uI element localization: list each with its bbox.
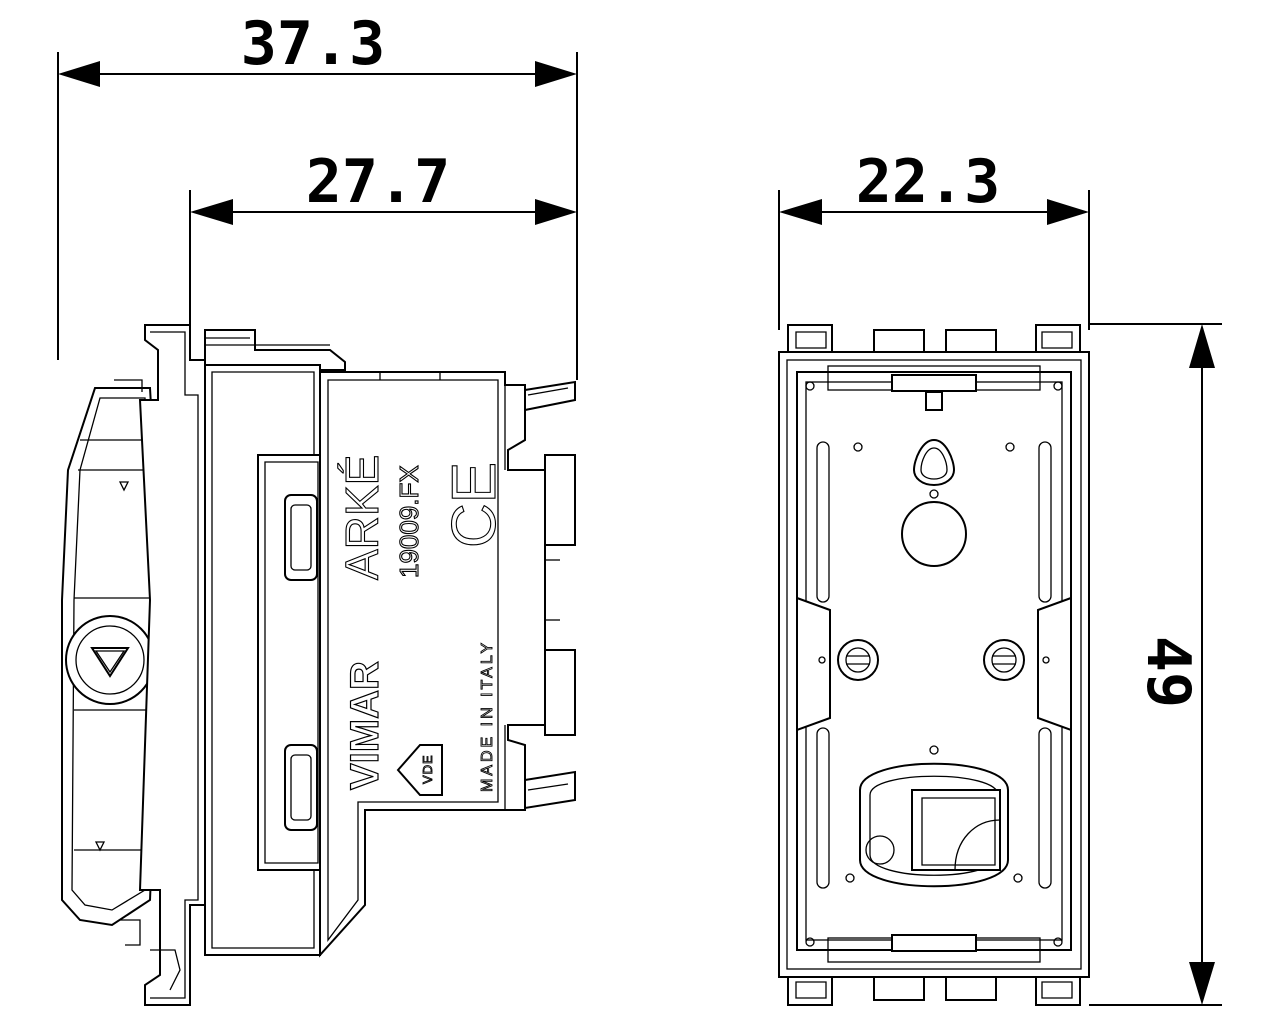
brand-mark: VIMAR [343, 661, 387, 790]
dimension-37-3: 37.3 [57, 9, 578, 380]
arrowhead-right [535, 199, 577, 225]
arrowhead-left [58, 61, 100, 87]
dimension-22-3: 22.3 [778, 147, 1090, 330]
screw-icon [837, 639, 879, 681]
dimension-49: 49 [1089, 323, 1222, 1006]
rear-pins [524, 380, 576, 810]
screw-icon [983, 639, 1025, 681]
dimension-label-total-depth: 37.3 [241, 9, 386, 79]
arrowhead-left [779, 199, 822, 225]
approval-mark-text: VDE [420, 754, 435, 784]
model-code-mark: 19009.FX [394, 465, 424, 578]
keyhole [901, 438, 967, 567]
main-body [204, 364, 326, 956]
reference-dots [805, 381, 1063, 947]
dimension-27-7: 27.7 [189, 147, 577, 330]
product-line-mark: ARKÉ [336, 455, 388, 580]
side-view: VIMAR ARKÉ 19009.FX MADE IN ITALY CE VDE [61, 324, 576, 1006]
rear-housing [319, 371, 546, 958]
arrowhead-left [190, 199, 233, 225]
front-side-slots [796, 441, 1072, 889]
arrowhead-right [1047, 199, 1089, 225]
wire-entry-opening [859, 762, 1009, 888]
certification-mark: CE [440, 462, 509, 548]
front-view [778, 324, 1090, 1006]
arrowhead-top [1189, 324, 1215, 368]
housing-markings: VIMAR ARKÉ 19009.FX MADE IN ITALY CE VDE [335, 454, 510, 796]
terminal-screws [837, 639, 1025, 681]
pivot-indicator [65, 615, 155, 705]
origin-mark: MADE IN ITALY [479, 640, 496, 792]
dimension-label-front-width: 22.3 [856, 147, 1001, 217]
mounting-frame [120, 324, 206, 1006]
dimension-label-front-height: 49 [1133, 636, 1203, 708]
approval-mark-icon: VDE [396, 744, 443, 796]
arrowhead-bottom [1189, 962, 1215, 1005]
dimension-label-body-depth: 27.7 [306, 147, 451, 217]
arrowhead-right [535, 61, 577, 87]
